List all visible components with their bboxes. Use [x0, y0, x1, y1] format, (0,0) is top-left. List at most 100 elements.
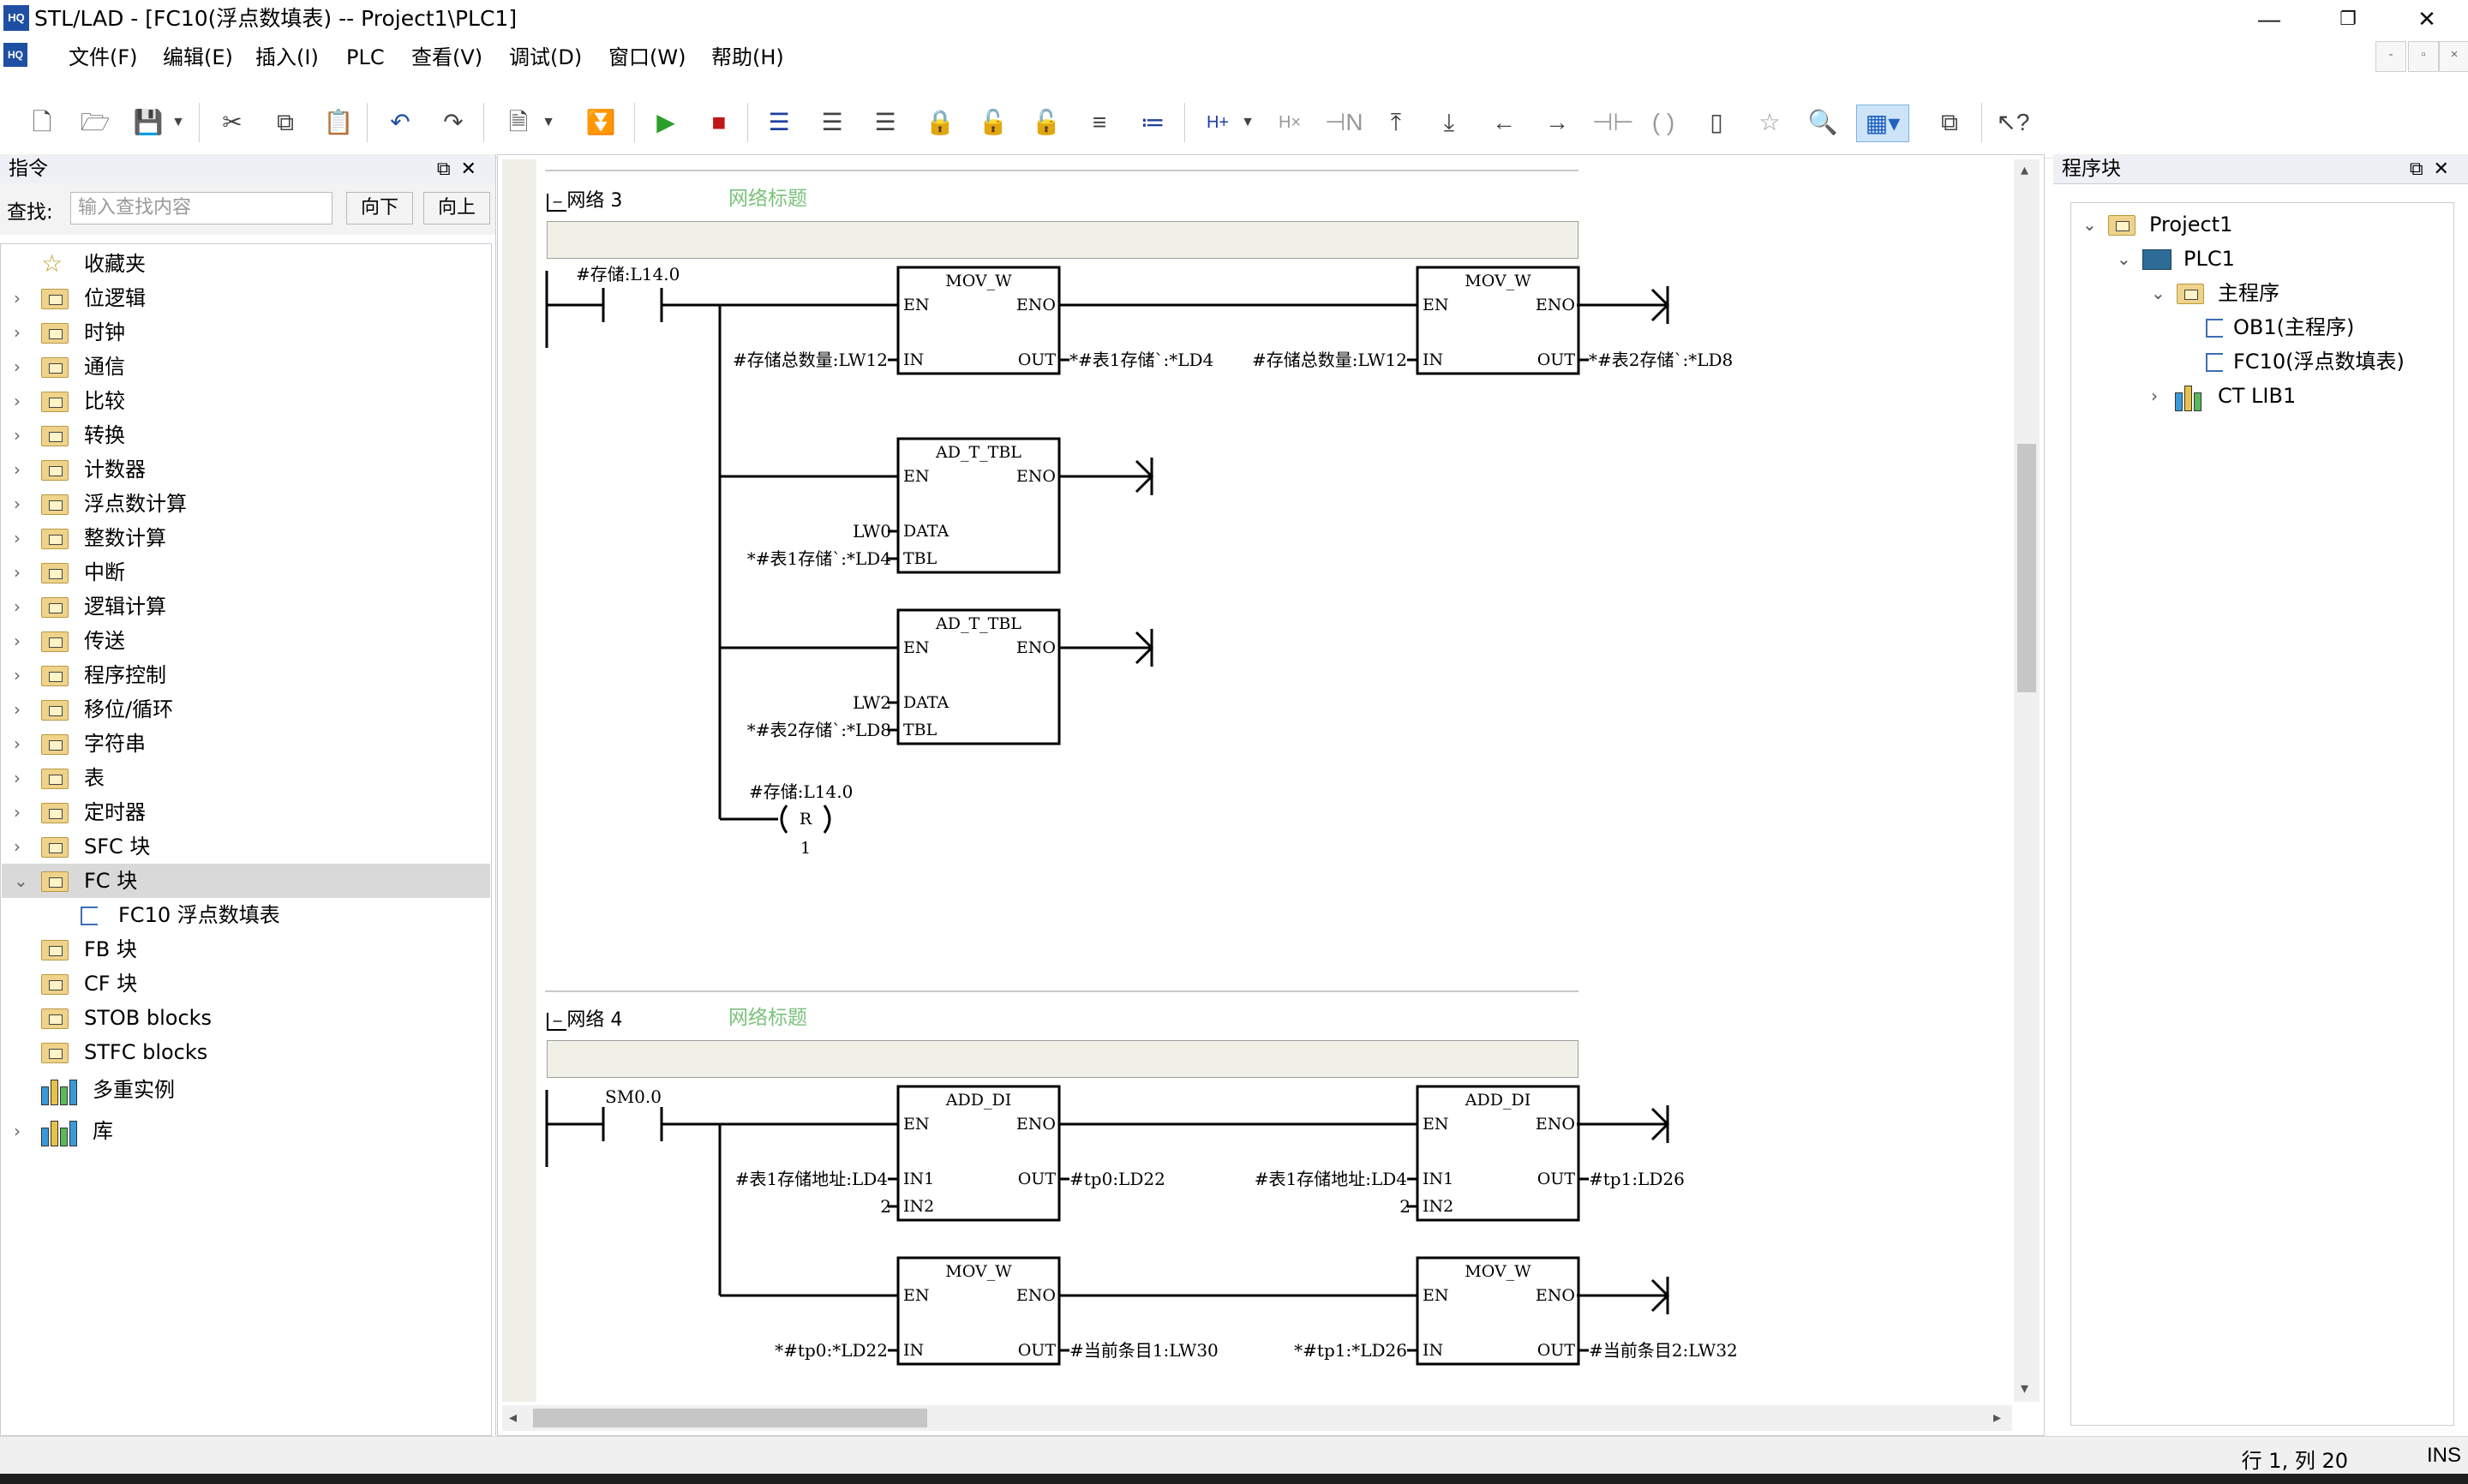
chevron-right-icon[interactable]: › [14, 836, 21, 857]
instruction-item-7[interactable]: ›浮点数计算 [2, 487, 490, 521]
pin-in2[interactable]: IN2 [903, 1197, 935, 1216]
pin-eno[interactable]: ENO [1535, 1286, 1575, 1305]
operand-out[interactable]: #当前条目1:LW30 [1069, 1340, 1219, 1361]
compile-icon[interactable]: 🗎 [508, 109, 529, 135]
branch-dropdown-icon[interactable]: ▼ [1241, 115, 1255, 129]
chevron-right-icon[interactable]: › [14, 425, 21, 446]
operand-tbl[interactable]: *#表2存储`:*LD8 [746, 720, 891, 740]
menu-plc[interactable]: PLC [346, 45, 385, 69]
scroll-up-icon[interactable]: ▴ [2021, 161, 2029, 178]
program-item-0[interactable]: ⌄Project1 [2074, 207, 2399, 242]
pin-en[interactable]: EN [903, 1286, 930, 1305]
program-item-3[interactable]: OB1(主程序) [2177, 310, 2468, 344]
chevron-right-icon[interactable]: › [14, 596, 21, 617]
redo-icon[interactable]: ↷ [443, 109, 464, 135]
chevron-down-icon[interactable]: ⌄ [14, 871, 28, 891]
chevron-right-icon[interactable]: › [14, 562, 21, 583]
coil-count[interactable]: 1 [800, 839, 812, 858]
box-title[interactable]: MOV_W [1465, 272, 1531, 290]
instruction-item-20[interactable]: FB 块 [2, 932, 490, 966]
box-title[interactable]: AD_T_TBL [936, 614, 1021, 633]
delete-network-icon[interactable]: ☰ [821, 109, 843, 135]
operand-out[interactable]: *#表1存储`:*LD4 [1069, 350, 1214, 370]
instruction-item-18[interactable]: ⌄FC 块 [2, 864, 490, 898]
pin-eno[interactable]: ENO [1015, 1115, 1056, 1134]
minimize-button[interactable]: — [2258, 6, 2280, 32]
network-4-label[interactable]: −网络 4 [547, 1004, 622, 1032]
chevron-down-icon[interactable]: ⌄ [2151, 283, 2165, 303]
menu-debug[interactable]: 调试(D) [509, 45, 583, 69]
scroll-right-icon[interactable]: ▸ [1993, 1409, 2002, 1426]
program-item-4[interactable]: FC10(浮点数填表) [2177, 344, 2468, 379]
pin-en[interactable]: EN [1423, 1115, 1449, 1134]
instruction-item-5[interactable]: ›转换 [2, 418, 490, 452]
instruction-item-2[interactable]: ›时钟 [2, 315, 490, 350]
delete-branch-icon[interactable]: H× [1278, 113, 1302, 132]
pin-eno[interactable]: ENO [1015, 296, 1056, 314]
save-icon[interactable]: 💾 [133, 109, 164, 135]
pin-in[interactable]: IN [1423, 1341, 1444, 1360]
horizontal-scroll-thumb[interactable] [533, 1409, 927, 1427]
instruction-item-23[interactable]: STFC blocks [2, 1035, 490, 1069]
chevron-right-icon[interactable]: › [2151, 386, 2158, 406]
unlock-icon[interactable]: 🔓 [978, 109, 1009, 135]
pin-eno[interactable]: ENO [1535, 296, 1575, 314]
pin-eno[interactable]: ENO [1535, 1115, 1575, 1134]
instruction-item-6[interactable]: ›计数器 [2, 452, 490, 487]
coil-type[interactable]: R [799, 810, 812, 829]
menu-insert[interactable]: 插入(I) [255, 45, 319, 69]
instruction-item-14[interactable]: ›字符串 [2, 727, 490, 761]
pin-en[interactable]: EN [1423, 1286, 1449, 1305]
window-icon[interactable]: ⧉ [1941, 109, 1958, 135]
open-icon[interactable]: 🗁 [80, 109, 111, 135]
pin-out[interactable]: OUT [1537, 1170, 1575, 1188]
instruction-item-25[interactable]: ›库 [2, 1114, 490, 1148]
chevron-right-icon[interactable]: › [14, 1121, 21, 1141]
view-mode-icon[interactable]: ▦▾ [1856, 105, 1909, 142]
line-up-icon[interactable]: ⤒ [1390, 109, 1402, 135]
chevron-right-icon[interactable]: › [14, 288, 21, 308]
pin-in[interactable]: IN [1423, 350, 1444, 369]
pin-out[interactable]: OUT [1537, 350, 1575, 369]
instruction-item-12[interactable]: ›程序控制 [2, 658, 490, 692]
network-3-comment[interactable] [547, 221, 1578, 259]
pin-data[interactable]: DATA [903, 522, 949, 541]
menu-window[interactable]: 窗口(W) [608, 45, 686, 69]
box-title[interactable]: MOV_W [945, 1262, 1012, 1281]
chevron-right-icon[interactable]: › [14, 528, 21, 548]
stop-icon[interactable]: ■ [711, 109, 727, 135]
instruction-item-4[interactable]: ›比较 [2, 384, 490, 418]
line-down-icon[interactable]: ⤓ [1443, 109, 1455, 135]
pin-out[interactable]: OUT [1017, 1341, 1056, 1360]
mdi-close-button[interactable]: × [2439, 41, 2468, 72]
chevron-right-icon[interactable]: › [14, 322, 21, 343]
menu-file[interactable]: 文件(F) [69, 45, 138, 69]
line-right-icon[interactable]: → [1545, 109, 1569, 135]
contact-operand[interactable]: SM0.0 [605, 1086, 662, 1107]
instruction-item-16[interactable]: ›定时器 [2, 795, 490, 829]
operand-in[interactable]: #存储总数量:LW12 [1251, 350, 1407, 370]
network-3-label[interactable]: −网络 3 [547, 185, 622, 212]
program-item-5[interactable]: ›CT LIB1 [2142, 379, 2468, 413]
operand-tbl[interactable]: *#表1存储`:*LD4 [746, 548, 891, 569]
instruction-item-15[interactable]: ›表 [2, 761, 490, 795]
program-panel-controls[interactable]: ⧉✕ [2409, 158, 2459, 179]
box-icon[interactable]: ▯ [1710, 109, 1723, 135]
contact-icon[interactable]: ⊣⊢ [1592, 109, 1634, 135]
chevron-right-icon[interactable]: › [14, 665, 21, 685]
operand-data[interactable]: LW2 [853, 692, 891, 713]
insert-branch-icon[interactable]: H+ [1206, 113, 1230, 132]
mdi-minimize-button[interactable]: - [2375, 41, 2406, 72]
pin-tbl[interactable]: TBL [903, 721, 937, 739]
find-up-button[interactable]: 向上 [423, 192, 490, 224]
operand-in2[interactable]: 2 [880, 1196, 891, 1217]
box-title[interactable]: MOV_W [945, 272, 1012, 290]
instruction-item-21[interactable]: CF 块 [2, 966, 490, 1001]
network-list-icon[interactable]: ☰ [874, 109, 896, 135]
instruction-item-1[interactable]: ›位逻辑 [2, 281, 490, 315]
panel-controls[interactable]: ⧉✕ [436, 158, 487, 179]
instruction-item-8[interactable]: ›整数计算 [2, 521, 490, 555]
network-3-title[interactable]: 网络标题 [728, 188, 807, 210]
operand-in[interactable]: *#tp0:*LD22 [775, 1340, 888, 1361]
close-button[interactable]: ✕ [2417, 6, 2436, 32]
